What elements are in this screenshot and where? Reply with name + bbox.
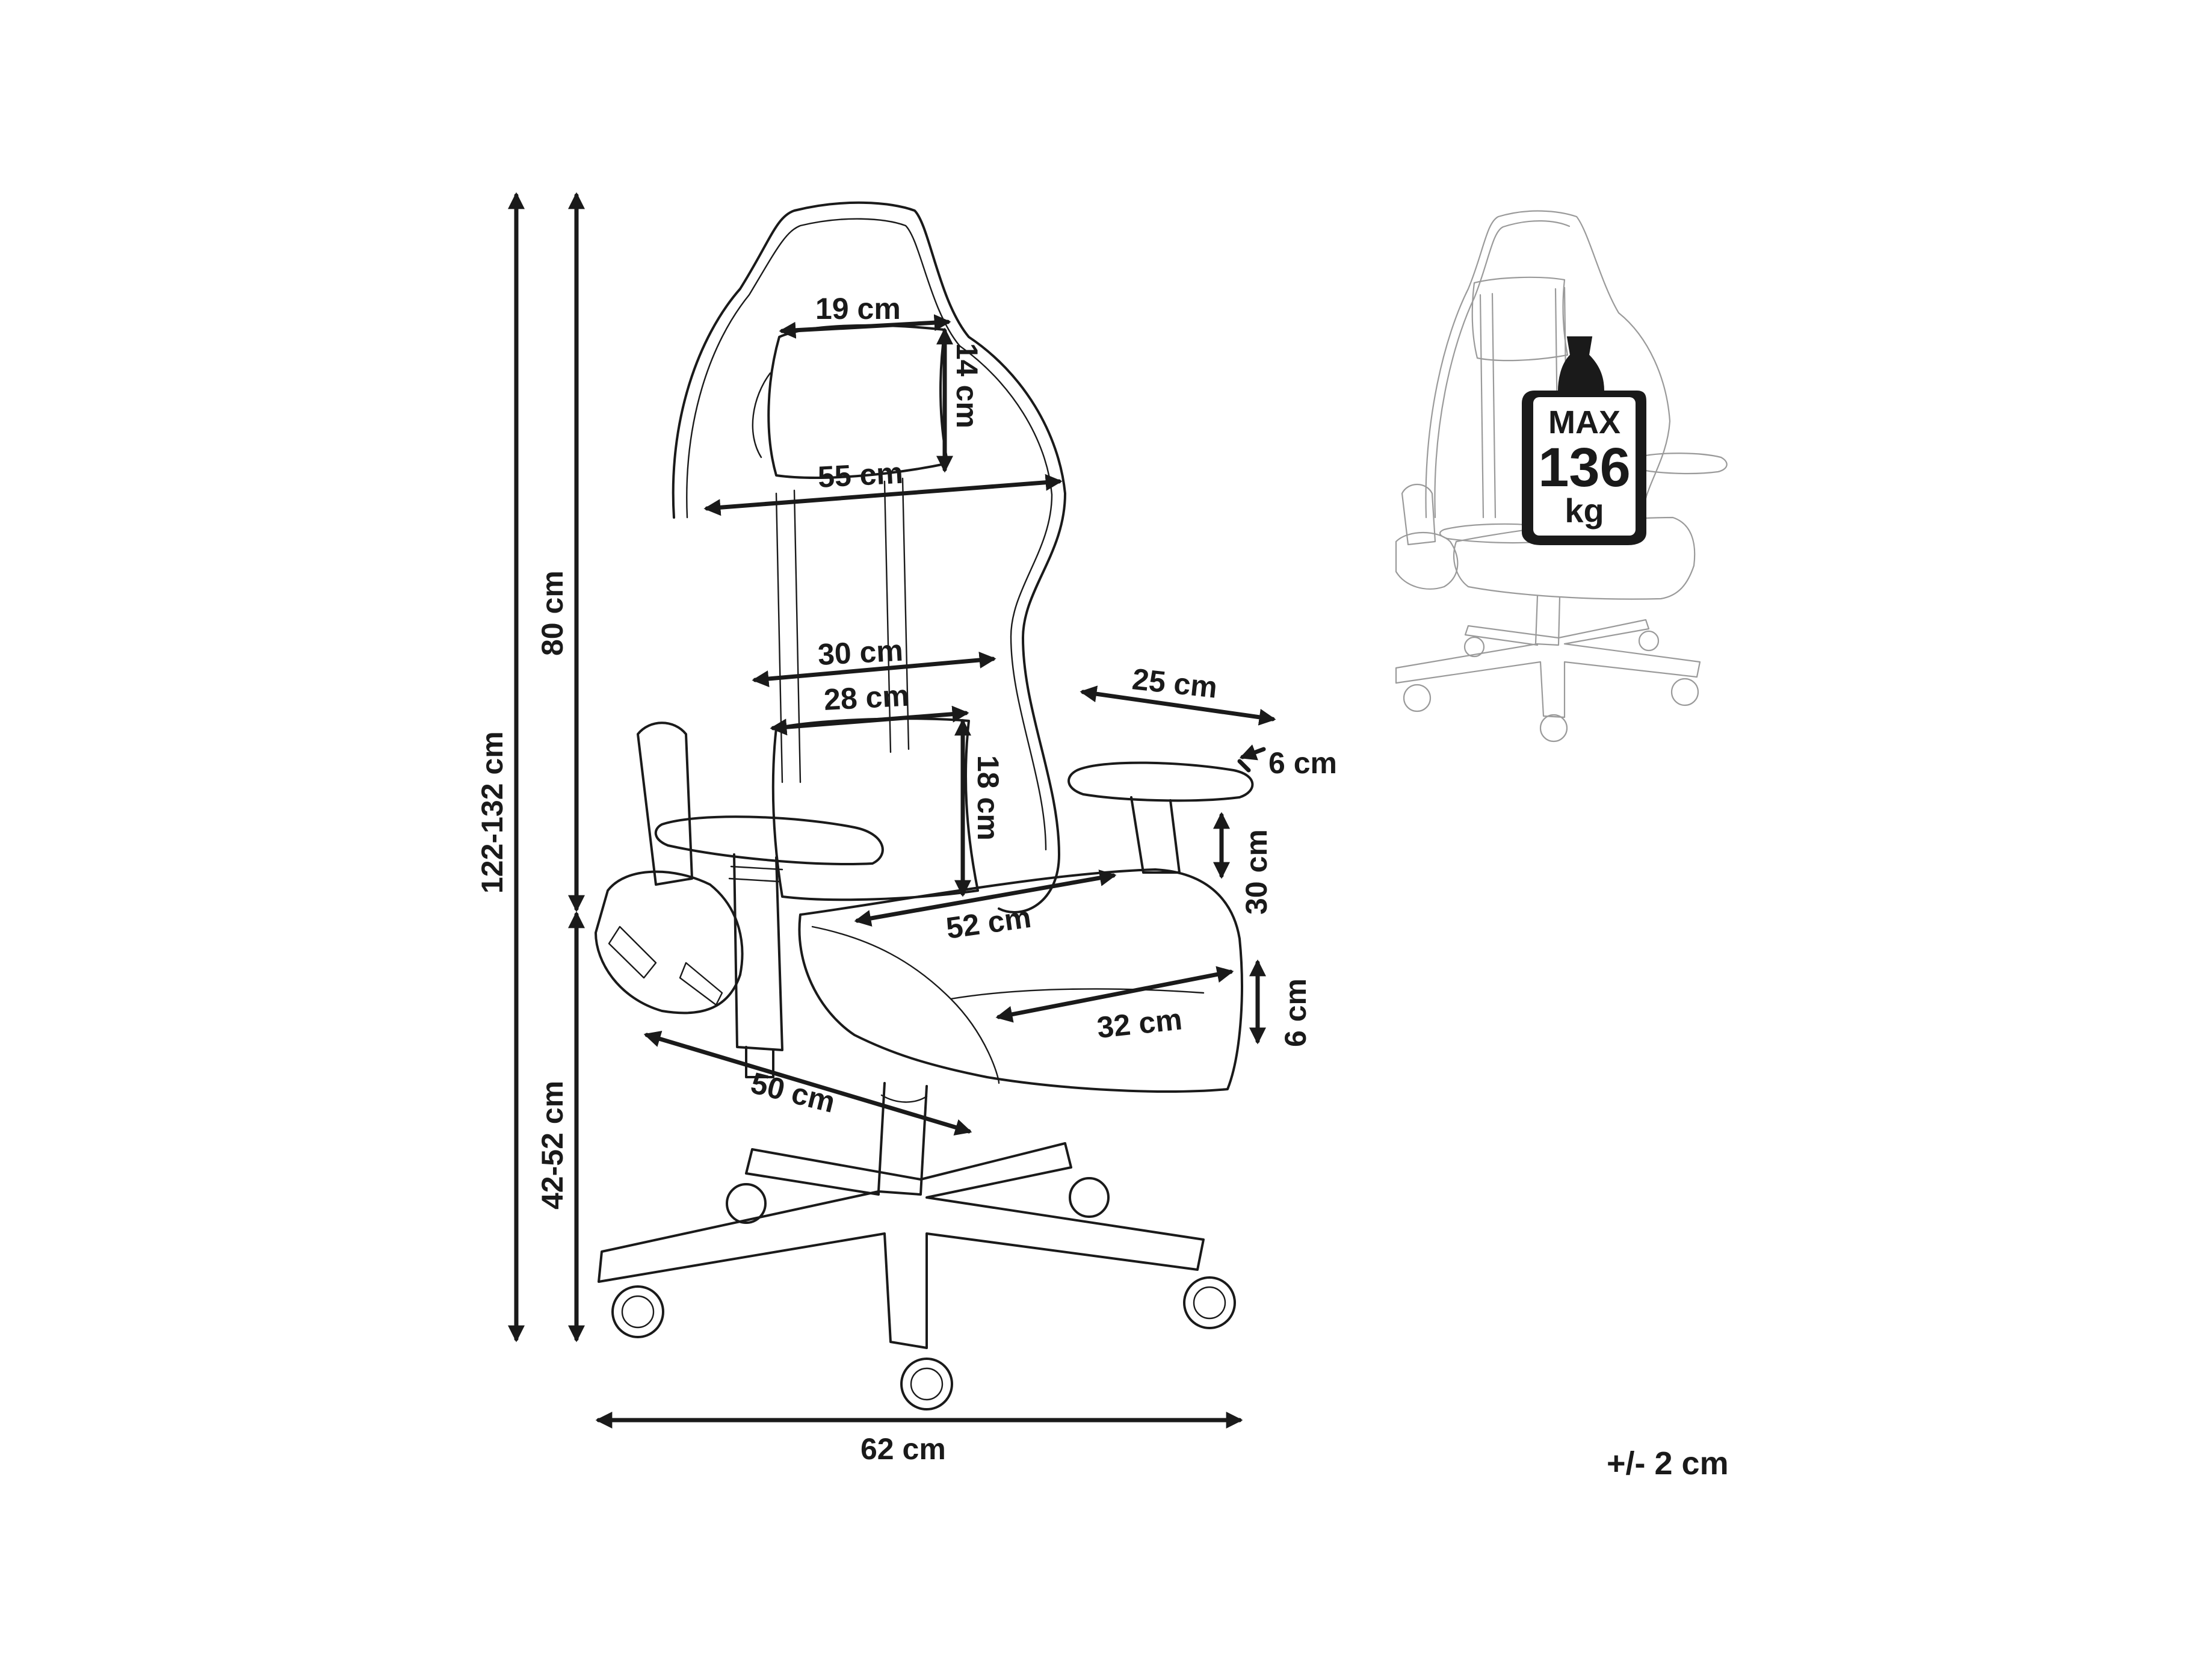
left-armrest: [654, 815, 884, 865]
badge-panel: [1533, 397, 1636, 536]
label-overall-depth: 50 cm: [747, 1066, 838, 1119]
gas-lift: [877, 1082, 928, 1196]
casters: [611, 1177, 1236, 1410]
dimension-arrows: [508, 192, 1276, 1429]
badge-value: 136: [1538, 437, 1631, 498]
dimension-labels: 19 cm 14 cm 55 cm 30 cm 28 cm 18 cm 25 c…: [475, 292, 1337, 1466]
backrest-outline: [672, 201, 1066, 913]
label-backrest-lower: 30 cm: [817, 634, 904, 672]
label-lumbar-height: 18 cm: [971, 755, 1005, 841]
chair-drawing: [595, 201, 1254, 1410]
seat-width-arrow: [995, 966, 1234, 1023]
label-total-height: 122-132 cm: [475, 731, 509, 894]
label-seat-thickness: 6 cm: [1279, 978, 1312, 1047]
label-seat-height: 42-52 cm: [536, 1081, 569, 1209]
right-armrest: [1067, 761, 1254, 802]
side-mechanism: [595, 870, 744, 1015]
label-headrest-height: 14 cm: [950, 343, 984, 428]
backrest-lower-arrow: [752, 652, 996, 687]
seat-depth-arrow: [854, 870, 1117, 927]
label-seat-width: 32 cm: [1095, 1002, 1184, 1045]
armrest-width-arrow-2: [1239, 744, 1266, 761]
tolerance-note: +/- 2 cm: [1607, 1445, 1729, 1481]
badge-unit: kg: [1565, 492, 1604, 530]
label-backrest-upper: 55 cm: [817, 456, 904, 494]
label-headrest-width: 19 cm: [815, 292, 901, 326]
chair-base: [598, 1142, 1205, 1349]
label-base-width: 62 cm: [860, 1432, 946, 1466]
backrest-upper-arrow: [703, 474, 1063, 516]
label-lumbar-width: 28 cm: [823, 679, 910, 717]
armrest-width-arrow: [1237, 759, 1251, 773]
badge-max: MAX: [1548, 404, 1620, 440]
label-seat-depth: 52 cm: [944, 900, 1033, 945]
label-backrest-height: 80 cm: [536, 570, 569, 656]
label-armrest-length: 25 cm: [1131, 662, 1219, 705]
headrest-pillow: [767, 324, 949, 479]
label-armrest-width: 6 cm: [1268, 746, 1337, 780]
lumbar-pillow: [771, 717, 979, 901]
lumbar-width-arrow: [770, 705, 969, 736]
headrest-width-arrow: [779, 314, 951, 339]
armrest-length-arrow: [1080, 685, 1276, 726]
overall-depth-arrow: [643, 1031, 972, 1135]
label-armrest-adjust: 30 cm: [1240, 829, 1273, 915]
max-load-badge: MAX 136 kg: [1522, 336, 1646, 546]
